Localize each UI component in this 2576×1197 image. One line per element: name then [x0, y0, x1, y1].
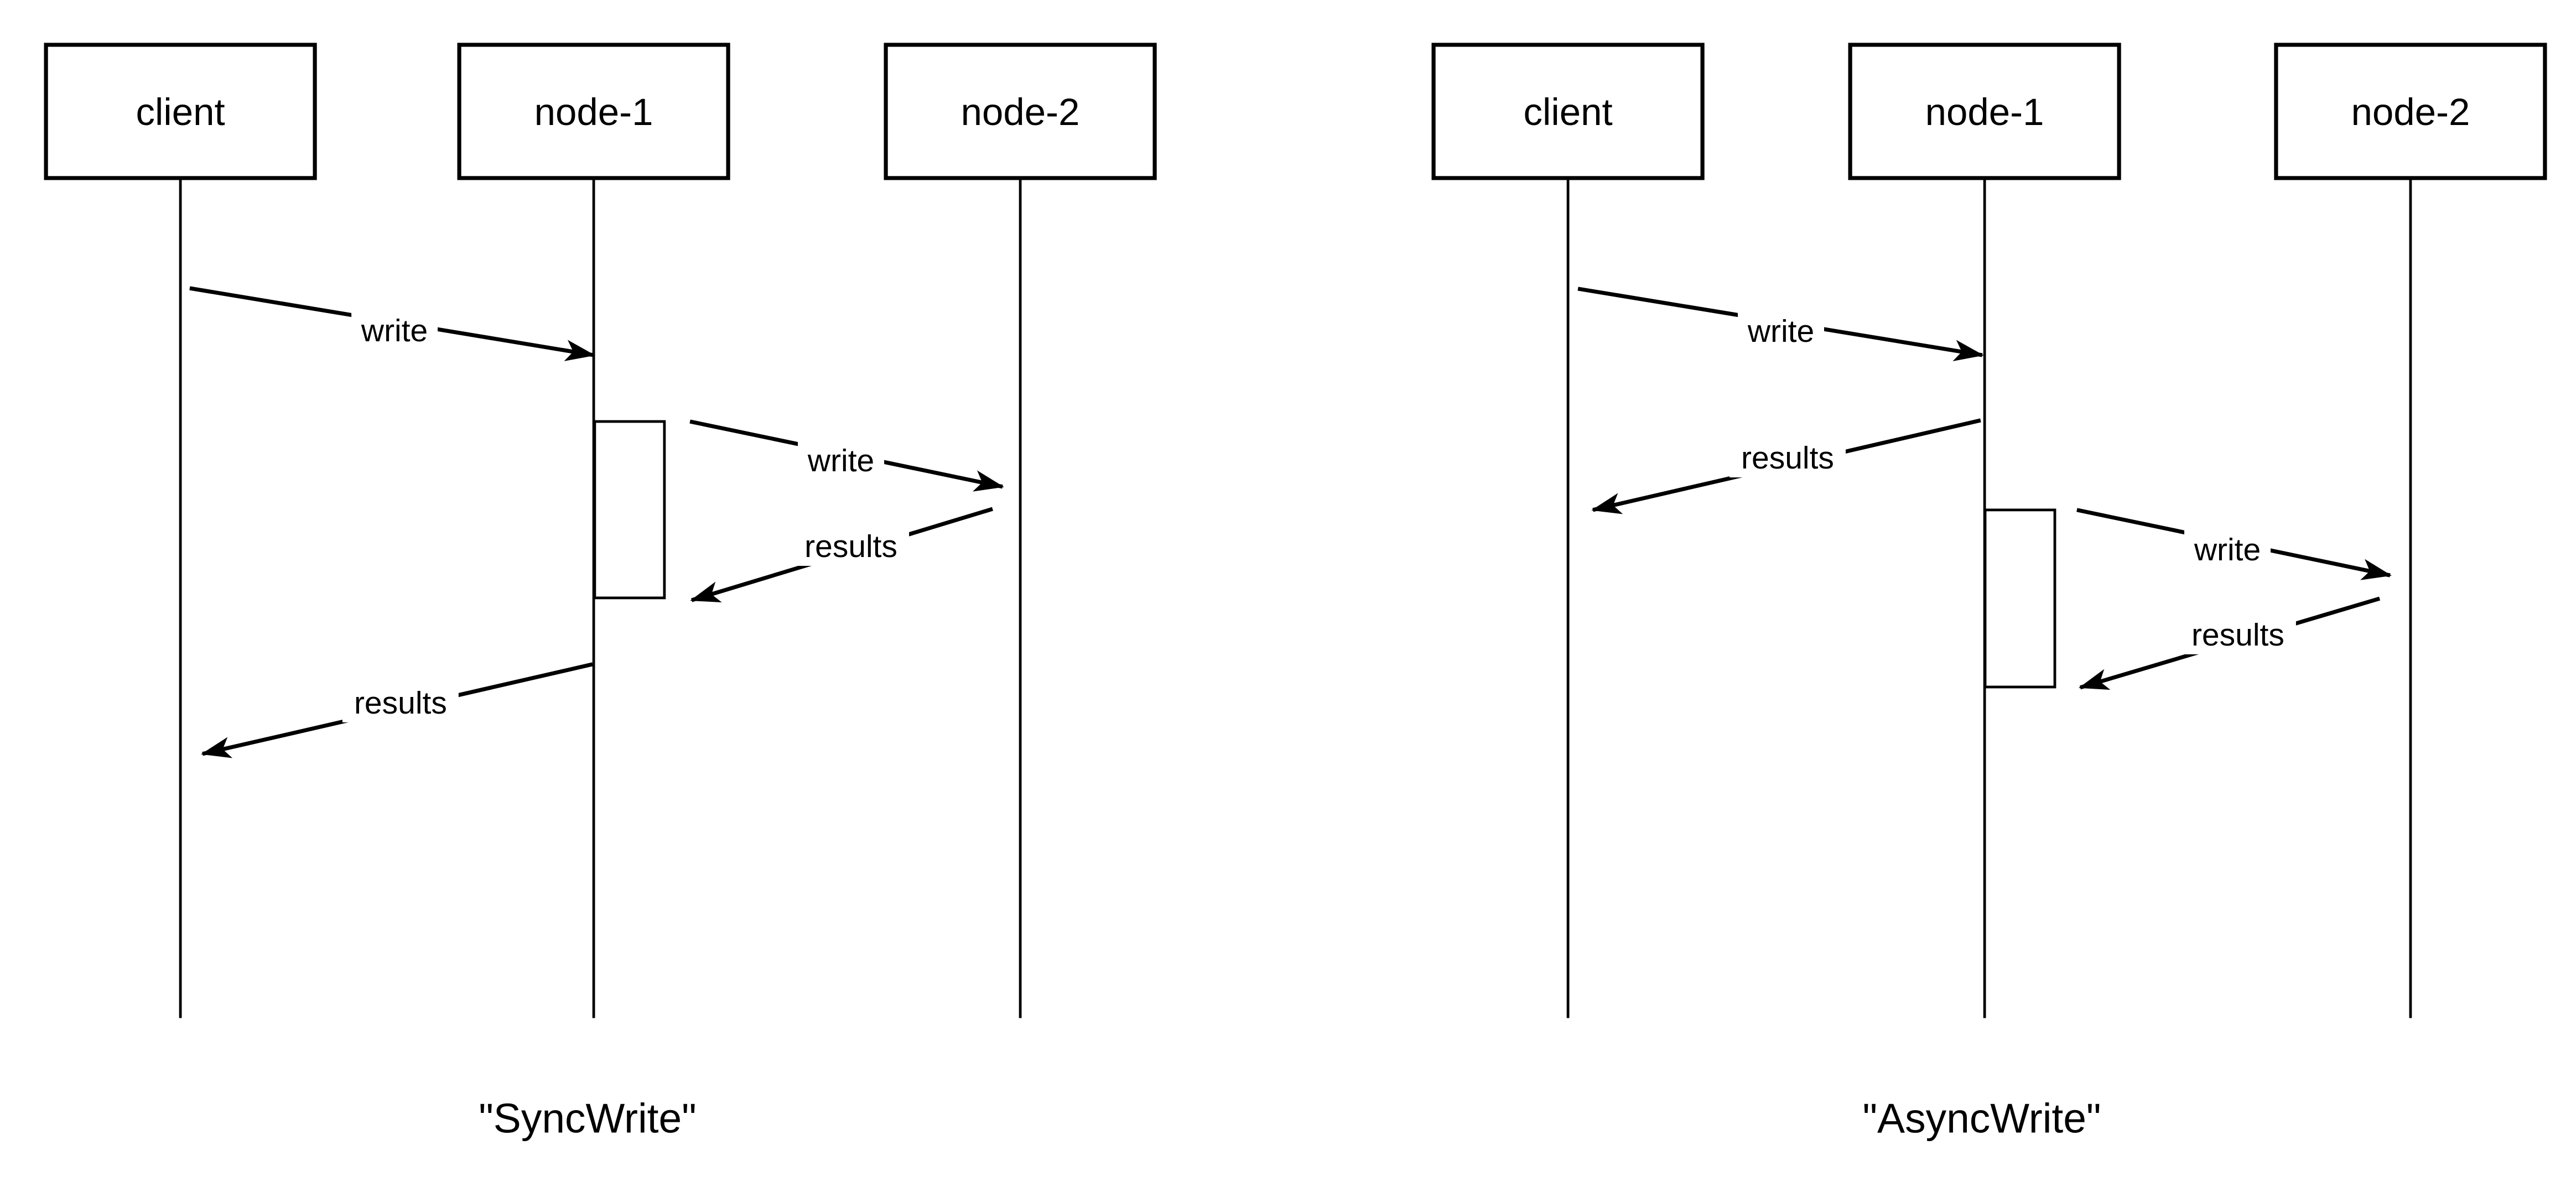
- actor-box-client: [1431, 43, 1705, 180]
- message-label-write: write: [1747, 314, 1814, 349]
- actor-box-node-2: [884, 43, 1157, 180]
- actor-label-node-2: node-2: [961, 91, 1080, 133]
- diagram-asyncwrite: client node-1 node-2 write results write…: [1431, 43, 2547, 1142]
- message-label-bg: [342, 682, 459, 722]
- diagram-syncwrite: client node-1 node-2 write write results…: [44, 43, 1157, 1142]
- activation-bar-node-1: [1983, 508, 2056, 689]
- message-label-results: results: [1741, 440, 1834, 476]
- actor-label-node-2: node-2: [2351, 91, 2470, 133]
- message-label-results: results: [2191, 617, 2284, 653]
- message-label-bg: [1730, 438, 1846, 478]
- message-label-bg: [1738, 310, 1824, 351]
- actor-box-node-2: [2274, 43, 2547, 180]
- message-label-bg: [351, 310, 438, 351]
- diagram-caption-syncwrite: "SyncWrite": [479, 1095, 697, 1142]
- message-label-bg: [2179, 614, 2296, 654]
- actor-box-node-1: [1848, 43, 2121, 180]
- actor-label-node-1: node-1: [1925, 91, 2044, 133]
- actor-label-node-1: node-1: [534, 91, 653, 133]
- actor-label-client: client: [1524, 91, 1613, 133]
- actor-box-client: [44, 43, 317, 180]
- actor-box-node-1: [457, 43, 730, 180]
- message-label-results: results: [354, 685, 447, 721]
- message-label-write: write: [807, 443, 874, 478]
- message-label-bg: [798, 440, 885, 480]
- message-label-write: write: [2194, 532, 2261, 568]
- message-label-bg: [793, 526, 910, 566]
- message-label-bg: [2184, 529, 2271, 570]
- message-label-write: write: [361, 313, 428, 348]
- activation-bar-node-1: [593, 420, 666, 600]
- message-label-results: results: [804, 529, 897, 564]
- diagram-caption-asyncwrite: "AsyncWrite": [1862, 1095, 2101, 1142]
- actor-label-client: client: [136, 91, 225, 133]
